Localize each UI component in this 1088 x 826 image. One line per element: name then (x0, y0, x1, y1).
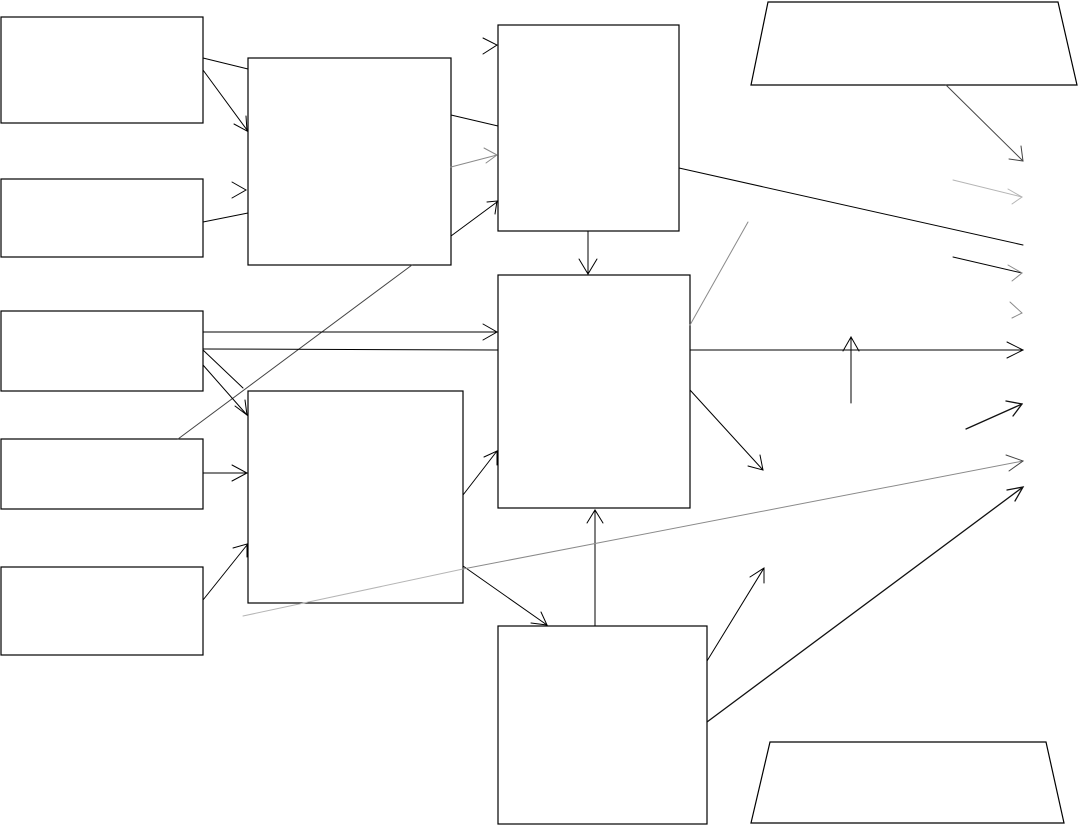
connector-process-middle-up-diagonal (689, 221, 749, 326)
process-box-middle (497, 274, 691, 509)
connector-top-stub (482, 37, 499, 55)
connector-process-top-to-middle (578, 230, 598, 275)
source-box-4 (0, 438, 204, 510)
output-trapezoid-top (750, 1, 1078, 86)
source-box-2 (0, 178, 204, 258)
output-trapezoid-bottom (750, 741, 1065, 824)
connector-process-bottom-up-arrow (706, 567, 765, 662)
connector-output-arrow-2 (952, 179, 1023, 205)
connector-process-bottom-to-middle (586, 509, 604, 627)
connector-output-arrow-5 (965, 400, 1024, 430)
source-box-5 (0, 566, 204, 656)
connector-merge-lower-to-process-bottom (462, 565, 548, 626)
connector-output-arrow-3 (952, 256, 1023, 282)
connector-process-middle-down-diagonal (689, 389, 764, 471)
connector-src1-to-merge-upper (202, 57, 249, 132)
connector-process-top-to-output (678, 167, 1024, 246)
connector-src4-to-merge-upper (177, 264, 413, 440)
connector-merge-lower-to-output (242, 454, 1025, 617)
connector-output-arrow-4 (1009, 301, 1023, 319)
connector-merge-lower-to-process-middle (462, 450, 498, 496)
connector-merge-upper-to-process-top (450, 114, 499, 237)
process-box-bottom (497, 625, 708, 825)
connector-trapezoid-top-to-output (945, 84, 1024, 162)
connector-process-middle-to-output (689, 341, 1025, 359)
merge-box-lower (247, 390, 464, 604)
merge-box-upper (247, 57, 452, 266)
connector-src4-to-merge-lower (202, 464, 249, 482)
process-box-top (497, 24, 680, 232)
source-box-1 (0, 16, 204, 124)
connector-src3-to-merge-lower (202, 349, 248, 417)
connector-src2-to-merge-upper (202, 181, 249, 223)
connector-process-bottom-to-output (706, 486, 1025, 723)
source-box-3 (0, 310, 204, 392)
connector-vertical-up-arrow (842, 335, 860, 404)
connector-src5-to-merge-lower (202, 543, 248, 601)
connector-src3-to-process-middle (202, 323, 499, 351)
